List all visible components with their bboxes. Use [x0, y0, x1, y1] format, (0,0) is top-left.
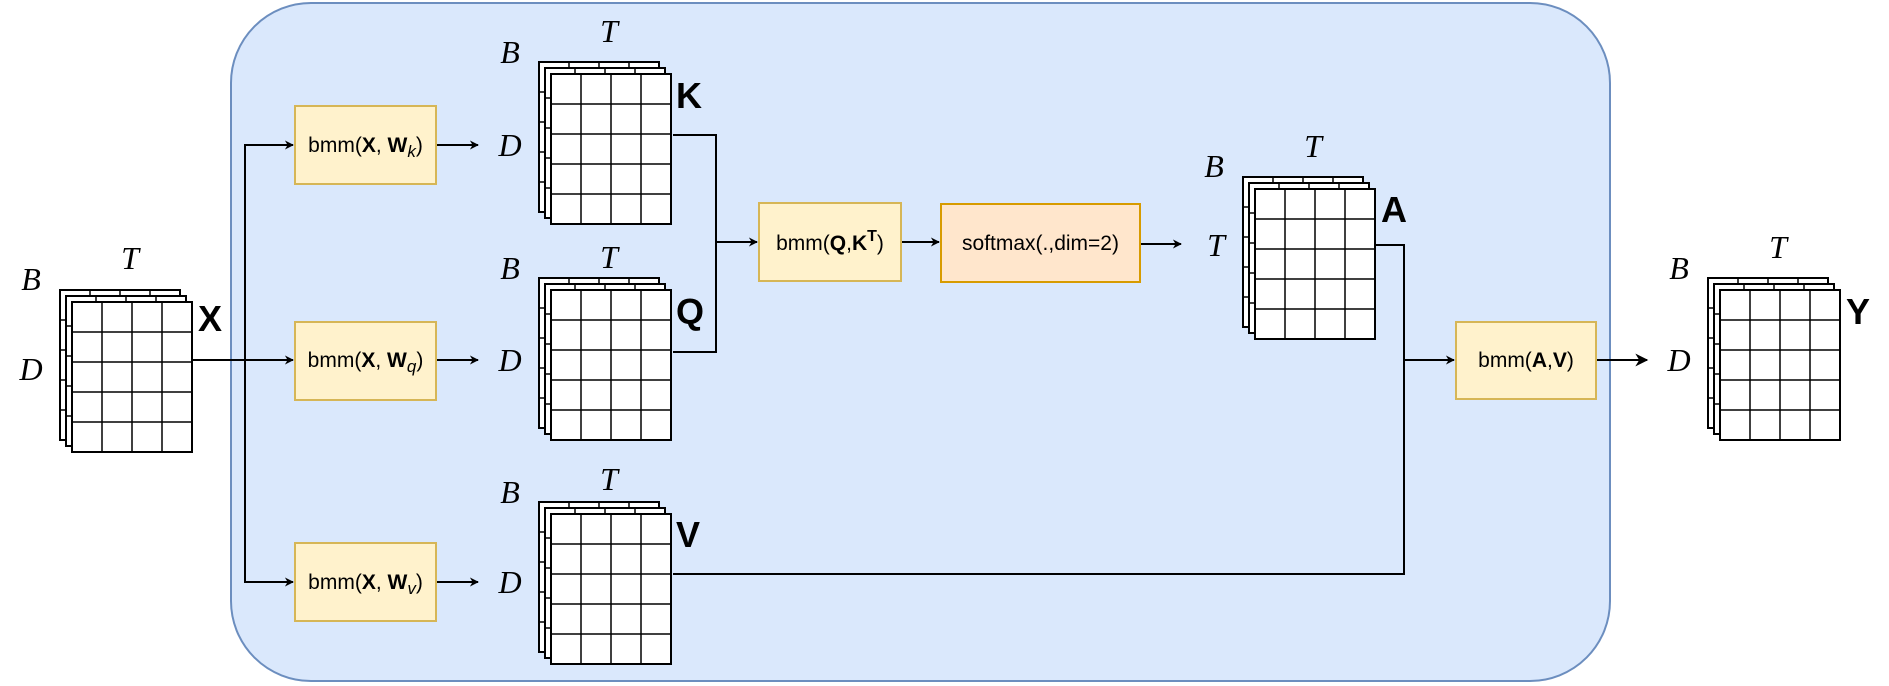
bmm-v-op: bmm(X, Wv): [294, 542, 437, 622]
tensor-a: [1242, 176, 1376, 340]
tensor-a-layer: [1254, 188, 1376, 340]
bmm-qk-op: bmm(Q,KT): [758, 202, 902, 282]
tensor-q-dim-d: D: [497, 342, 521, 378]
softmax-op: softmax(.,dim=2): [940, 203, 1141, 283]
tensor-q-labels: T B D Q: [497, 239, 704, 378]
tensor-v-labels: T B D V: [497, 461, 700, 600]
tensor-k-dim-t: T: [600, 13, 620, 49]
tensor-a-labels: T B T A: [1204, 128, 1407, 263]
edge-a-to-merge: [1376, 244, 1405, 360]
tensor-k-dim-b: B: [500, 34, 520, 70]
edge-q-to-merge: [673, 242, 717, 353]
svg-text:bmm(A,V): bmm(A,V): [1478, 349, 1574, 372]
tensor-x-labels: T B D X: [18, 240, 222, 387]
svg-text:bmm(X, Wk): bmm(X, Wk): [308, 134, 423, 161]
bmm-av-op: bmm(A,V): [1455, 321, 1597, 400]
tensor-a-dim-b: B: [1204, 148, 1224, 184]
bmm-q-op: bmm(X, Wq): [294, 321, 437, 401]
tensor-q-layer: [550, 289, 672, 441]
tensor-v-dim-b: B: [500, 474, 520, 510]
edge-x-to-bmm-v: [244, 360, 294, 587]
tensor-v: [538, 501, 672, 665]
tensor-a-dim-t-top: T: [1304, 128, 1324, 164]
tensor-y-dim-t: T: [1769, 229, 1789, 265]
tensor-x: [59, 289, 193, 453]
tensor-y-dim-b: B: [1669, 250, 1689, 286]
tensor-q-dim-t: T: [600, 239, 620, 275]
tensor-x-name: X: [198, 298, 222, 339]
edge-x-to-bmm-k: [244, 140, 294, 360]
tensor-y-dim-d: D: [1666, 342, 1690, 378]
tensor-v-layer: [550, 513, 672, 665]
svg-text:softmax(.,dim=2): softmax(.,dim=2): [962, 232, 1119, 255]
tensor-v-dim-t: T: [600, 461, 620, 497]
tensor-q-name: Q: [676, 291, 704, 332]
tensor-x-dim-t: T: [121, 240, 141, 276]
svg-text:bmm(Q,KT): bmm(Q,KT): [776, 228, 884, 255]
tensor-y: [1707, 277, 1841, 441]
tensor-y-labels: T B D Y: [1666, 229, 1870, 378]
tensor-x-dim-b: B: [21, 261, 41, 297]
tensor-k-dim-d: D: [497, 127, 521, 163]
svg-text:bmm(X, Wq): bmm(X, Wq): [308, 349, 424, 376]
tensor-a-dim-t-left: T: [1207, 227, 1227, 263]
svg-text:bmm(X, Wv): bmm(X, Wv): [308, 571, 423, 598]
tensor-q-dim-b: B: [500, 250, 520, 286]
tensor-q: [538, 277, 672, 441]
tensor-x-dim-d: D: [18, 351, 42, 387]
tensor-v-dim-d: D: [497, 564, 521, 600]
tensor-k-name: K: [676, 75, 702, 116]
tensor-a-name: A: [1381, 189, 1407, 230]
edges: [193, 134, 1649, 587]
edge-v-to-merge: [673, 360, 1405, 575]
edge-k-to-merge: [673, 134, 717, 242]
bmm-k-op: bmm(X, Wk): [294, 105, 437, 185]
tensor-y-layer: [1719, 289, 1841, 441]
tensor-k-layer: [550, 73, 672, 225]
tensor-y-name: Y: [1846, 291, 1870, 332]
tensor-x-layer: [71, 301, 193, 453]
tensor-k-labels: T B D K: [497, 13, 702, 163]
tensor-v-name: V: [676, 514, 700, 555]
tensor-k: [538, 61, 672, 225]
